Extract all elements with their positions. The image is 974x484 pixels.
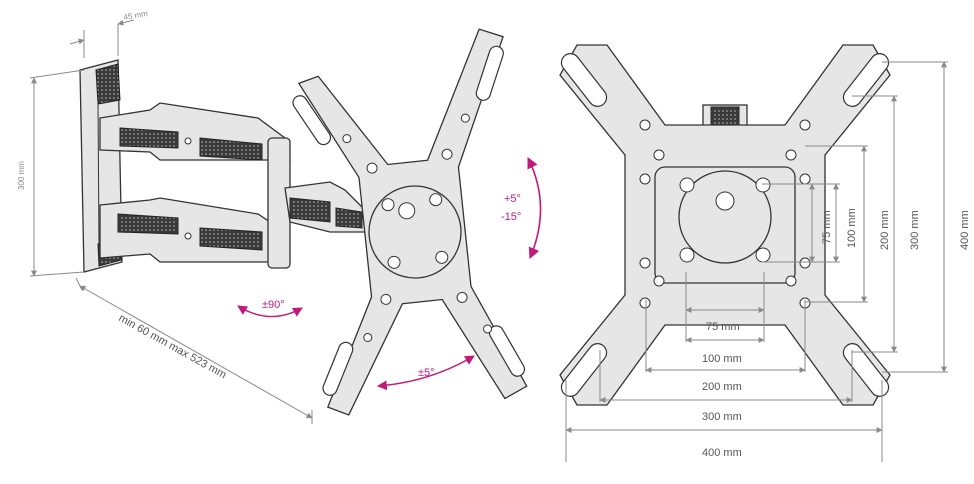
tilt-indicator: +5° -15° [501,156,542,260]
tilt-down-label: -15° [501,211,521,223]
level-indicator: ±5° [377,355,475,391]
vesa-h-75: 75 mm [706,321,740,333]
vesa-vertical-dimensions: 75 mm 100 mm 200 mm 300 mm 400 mm [762,61,971,373]
vesa-h-300: 300 mm [702,411,742,423]
depth-dimension: 45 mm [69,9,149,58]
tilted-vesa-plate [292,28,528,416]
vesa-h-200: 200 mm [702,381,742,393]
upper-arm [99,102,291,161]
vesa-h-400: 400 mm [702,447,742,459]
level-label: ±5° [418,367,435,379]
front-vesa-plate [559,44,891,406]
extension-label: min 60 mm max 523 mm [117,312,229,381]
vesa-v-200: 200 mm [879,210,891,250]
swivel-indicator: ±90° [237,299,303,318]
vesa-horizontal-dimensions: 75 mm 100 mm 200 mm 300 mm 400 mm [565,272,883,462]
height-label: 300 mm [17,161,26,190]
height-dimension: 300 mm [17,69,85,277]
vesa-v-75: 75 mm [821,210,833,244]
joint-column [267,137,366,269]
depth-label: 45 mm [123,9,149,22]
swivel-label: ±90° [262,299,285,311]
tilt-up-label: +5° [504,193,521,205]
vesa-v-300: 300 mm [909,210,921,250]
lower-arm [99,197,291,263]
vesa-h-100: 100 mm [702,353,742,365]
vesa-v-100: 100 mm [846,208,858,248]
vesa-v-400: 400 mm [959,210,971,250]
